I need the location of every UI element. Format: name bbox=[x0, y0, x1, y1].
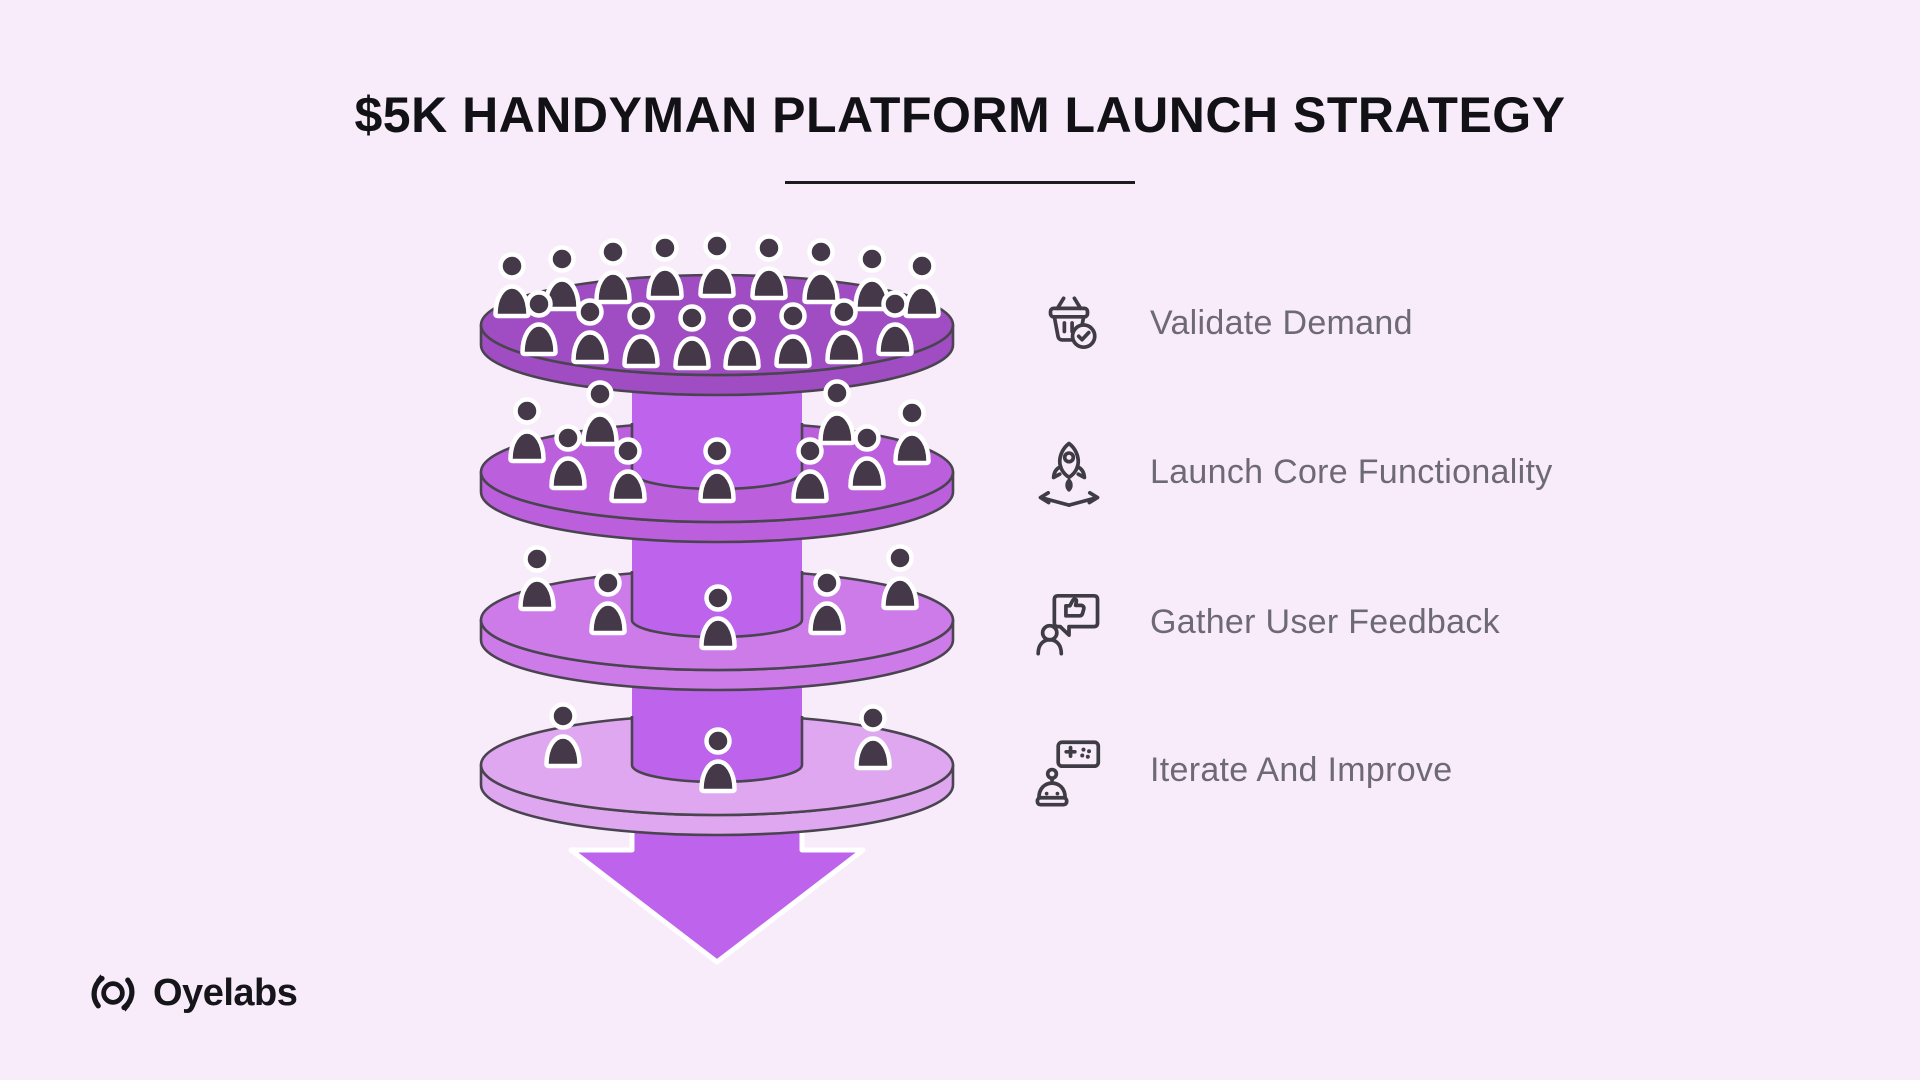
user-icon bbox=[876, 290, 914, 357]
rocket-launch-icon bbox=[1038, 441, 1100, 507]
user-icon bbox=[848, 424, 886, 491]
step-label: Gather User Feedback bbox=[1150, 602, 1500, 641]
step-row-validate-demand: Validate Demand bbox=[1032, 286, 1413, 360]
brand-logo: Oyelabs bbox=[86, 966, 298, 1020]
brand-name: Oyelabs bbox=[153, 971, 298, 1014]
user-icon bbox=[723, 304, 761, 371]
user-icon bbox=[581, 380, 619, 447]
page-title: $5K HANDYMAN PLATFORM LAUNCH STRATEGY bbox=[354, 87, 1566, 143]
funnel-tier-2 bbox=[479, 379, 955, 544]
step-row-gather-feedback: Gather User Feedback bbox=[1032, 585, 1500, 659]
funnel-tier-1 bbox=[479, 232, 955, 397]
user-icon bbox=[774, 302, 812, 369]
user-icon bbox=[699, 584, 737, 651]
user-icon bbox=[750, 234, 788, 301]
user-icon bbox=[903, 252, 941, 319]
user-icon bbox=[802, 238, 840, 305]
funnel-tier-4 bbox=[479, 702, 955, 837]
robot-controller-icon bbox=[1035, 740, 1101, 807]
oyelabs-logo-icon bbox=[91, 974, 135, 1012]
user-icon bbox=[808, 569, 846, 636]
user-icon bbox=[594, 238, 632, 305]
user-icon bbox=[609, 437, 647, 504]
user-icon bbox=[699, 727, 737, 794]
step-label: Validate Demand bbox=[1150, 303, 1413, 342]
user-icon bbox=[698, 437, 736, 504]
user-icon bbox=[854, 704, 892, 771]
user-icon bbox=[646, 234, 684, 301]
step-label: Iterate And Improve bbox=[1150, 750, 1453, 789]
step-label: Launch Core Functionality bbox=[1150, 452, 1553, 491]
user-icon bbox=[518, 545, 556, 612]
user-icon bbox=[791, 437, 829, 504]
user-icon bbox=[520, 290, 558, 357]
user-icon bbox=[818, 379, 856, 446]
user-feedback-icon bbox=[1036, 593, 1100, 656]
user-icon bbox=[825, 298, 863, 365]
user-icon bbox=[549, 424, 587, 491]
user-icon bbox=[622, 302, 660, 369]
user-icon bbox=[881, 544, 919, 611]
title-underline bbox=[785, 181, 1135, 184]
basket-check-icon bbox=[1048, 296, 1097, 350]
user-icon bbox=[571, 298, 609, 365]
step-row-iterate-improve: Iterate And Improve bbox=[1032, 733, 1452, 807]
funnel-tier-3 bbox=[479, 544, 955, 692]
user-icon bbox=[893, 399, 931, 466]
user-icon bbox=[508, 397, 546, 464]
step-row-launch-core: Launch Core Functionality bbox=[1032, 435, 1553, 509]
user-icon bbox=[544, 702, 582, 769]
user-icon bbox=[589, 569, 627, 636]
user-icon bbox=[673, 304, 711, 371]
user-icon bbox=[493, 252, 531, 319]
user-icon bbox=[698, 232, 736, 299]
